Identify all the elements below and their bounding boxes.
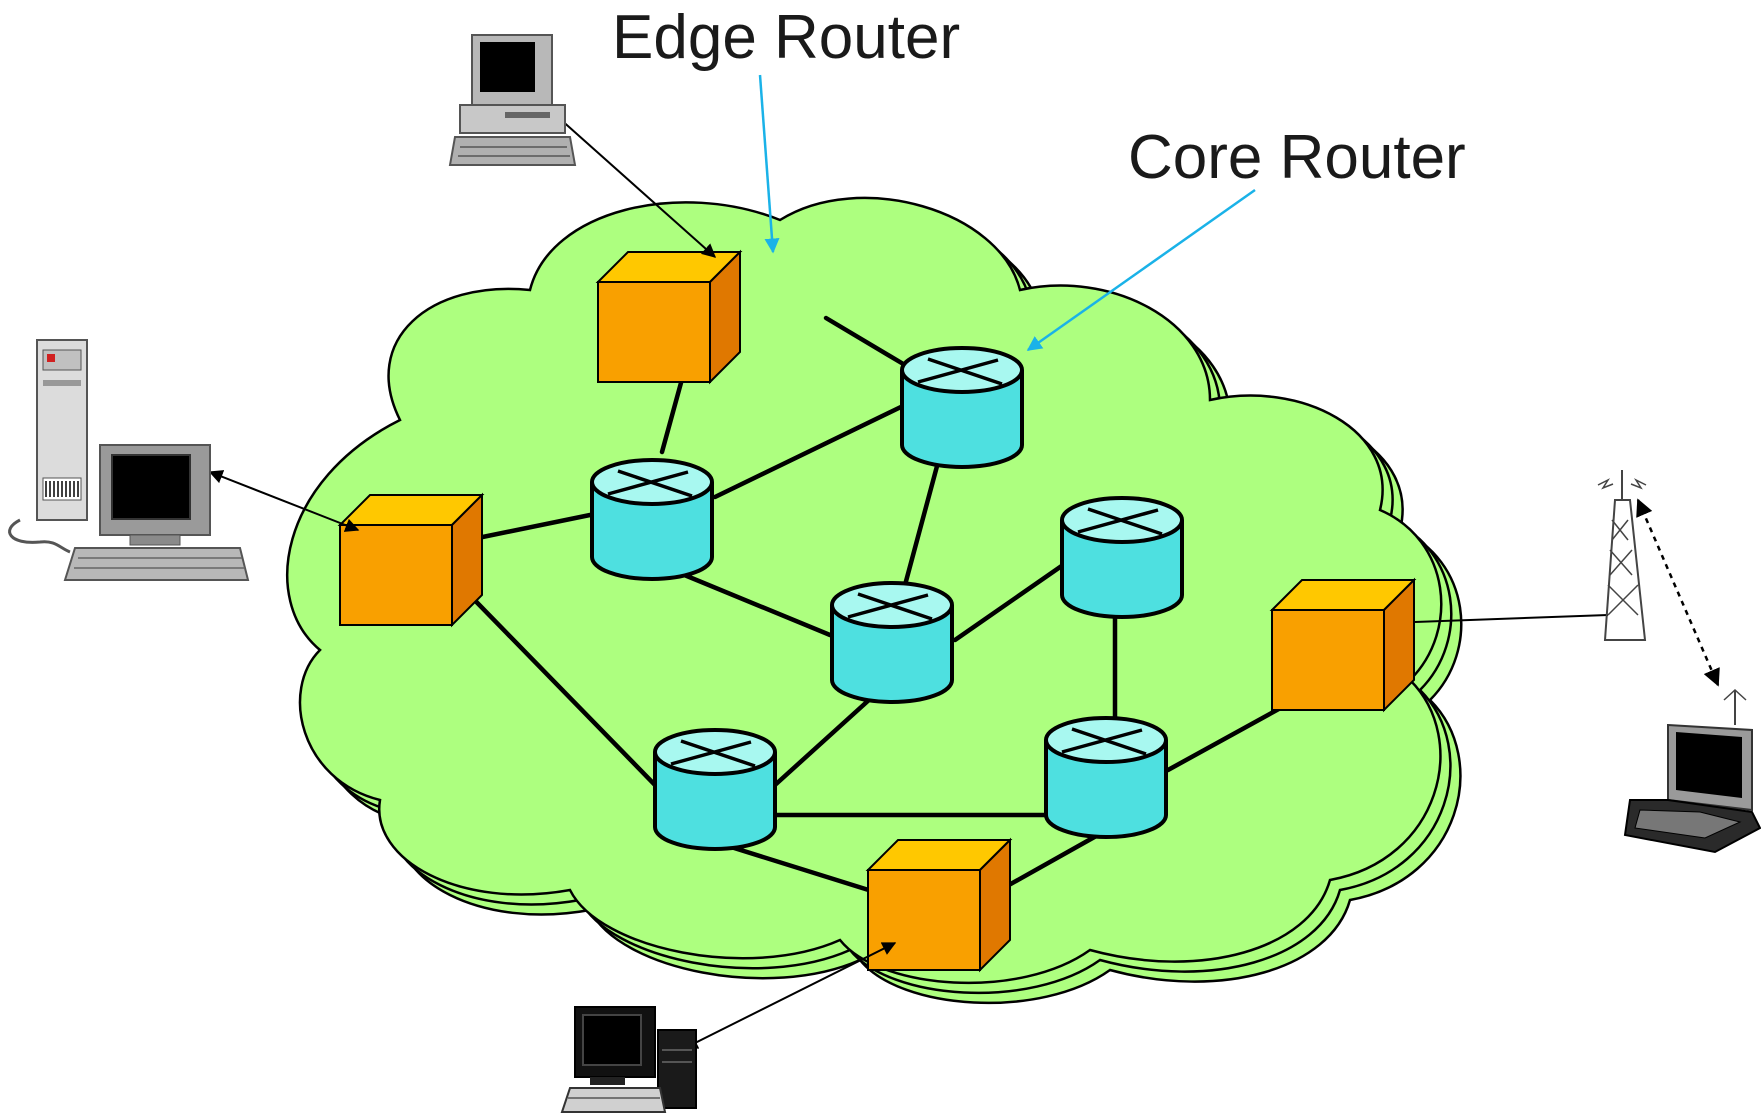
radio-tower-icon (1597, 470, 1647, 641)
core-router-3 (830, 581, 954, 704)
edge-router-bottom (865, 837, 1013, 973)
link-core5-edgebottom (712, 839, 878, 895)
link-core3-core4 (952, 562, 1066, 643)
core-router-callout: Core Router (1026, 123, 1466, 352)
link-edgetop-core2 (823, 315, 908, 368)
edge-router-top (595, 249, 743, 385)
link-edgeleft-core1 (465, 512, 593, 543)
desktop-computer-icon (448, 34, 577, 166)
access-link-left (208, 470, 360, 532)
core-router-6 (1044, 716, 1168, 839)
edge-router-callout: Edge Router (612, 3, 960, 254)
link-core1-core3 (662, 564, 833, 638)
tower-workstation-icon (8, 339, 250, 581)
core-router-5 (653, 728, 777, 851)
link-core3-core5 (772, 687, 883, 788)
core-router-4 (1060, 496, 1184, 619)
link-core6-edgebottom (997, 832, 1101, 893)
edge-router-label: Edge Router (612, 3, 960, 72)
access-link-top (548, 109, 717, 258)
edge-router-right (1269, 577, 1417, 713)
core-router-label: Core Router (1128, 123, 1466, 192)
laptop-icon (1623, 688, 1761, 854)
access-link-bottom (683, 942, 897, 1049)
access-link-right (1414, 614, 1609, 623)
access-links (208, 109, 1720, 1049)
edge-router-pointer (758, 74, 780, 254)
core-router-2 (900, 346, 1024, 469)
link-core2-core3 (902, 452, 943, 588)
wireless-link (1636, 498, 1720, 687)
core-router-pointer (1026, 188, 1256, 352)
core-router-1 (590, 458, 714, 581)
black-workstation-icon (560, 1006, 697, 1113)
link-core1-core2 (712, 402, 908, 500)
link-edgeleft-core5 (452, 577, 658, 788)
edge-router-left (337, 492, 485, 628)
